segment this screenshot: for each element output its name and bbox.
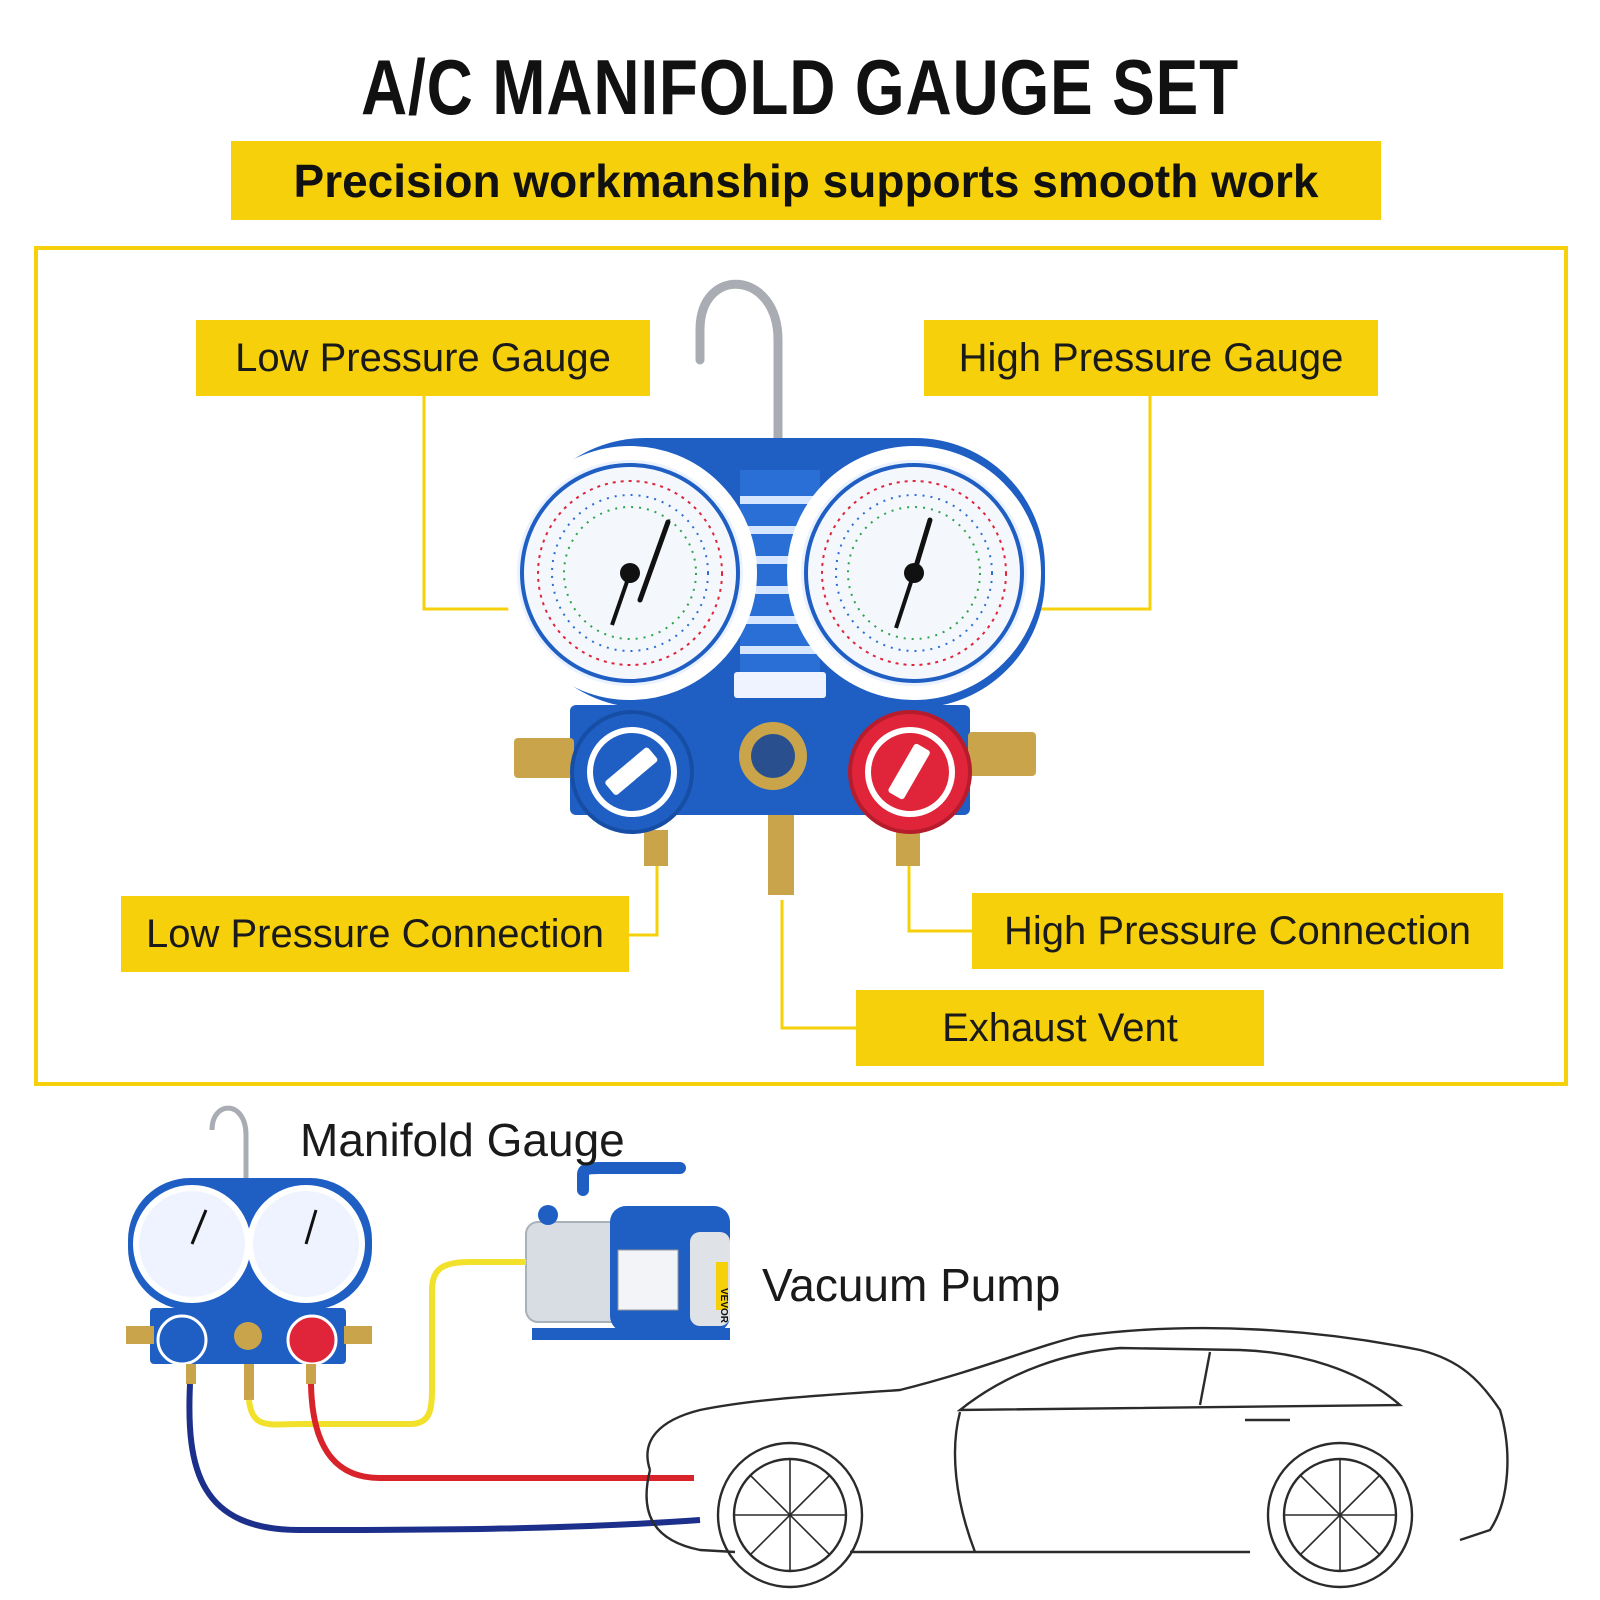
pump-brand: VEVOR xyxy=(718,1287,730,1324)
page-title: A/C MANIFOLD GAUGE SET xyxy=(361,43,1239,131)
car-outline-icon xyxy=(645,1326,1509,1589)
label-high-pressure-connection: High Pressure Connection xyxy=(972,893,1503,969)
label-low-pressure-gauge: Low Pressure Gauge xyxy=(196,320,650,396)
high-connection-port xyxy=(896,830,920,866)
leader-exhaust xyxy=(780,900,860,1030)
high-valve-knob-icon xyxy=(848,710,972,834)
subtitle-banner: Precision workmanship supports smooth wo… xyxy=(231,141,1381,220)
low-pressure-gauge-icon xyxy=(503,446,757,700)
hanging-hook-icon xyxy=(695,279,783,443)
label-low-pressure-connection: Low Pressure Connection xyxy=(121,896,629,972)
vacuum-pump-icon xyxy=(525,1162,730,1340)
blue-hose xyxy=(186,1383,701,1534)
yellow-hose xyxy=(246,1259,526,1428)
red-hose xyxy=(308,1383,694,1481)
small-manifold-icon xyxy=(126,1105,372,1400)
label-high-pressure-gauge: High Pressure Gauge xyxy=(924,320,1378,396)
low-connection-port xyxy=(644,830,668,866)
high-pressure-gauge-icon xyxy=(787,446,1041,700)
label-exhaust-vent: Exhaust Vent xyxy=(856,990,1264,1066)
label-manifold-gauge: Manifold Gauge xyxy=(300,1114,625,1166)
label-vacuum-pump: Vacuum Pump xyxy=(762,1259,1061,1311)
low-valve-knob-icon xyxy=(570,710,694,834)
leader-high-gauge xyxy=(1020,394,1152,611)
product-detail-frame xyxy=(34,246,1568,1086)
leader-high-connection xyxy=(907,866,972,933)
subtitle-text: Precision workmanship supports smooth wo… xyxy=(293,154,1319,207)
leader-low-connection xyxy=(628,866,659,937)
exhaust-port xyxy=(768,815,794,895)
